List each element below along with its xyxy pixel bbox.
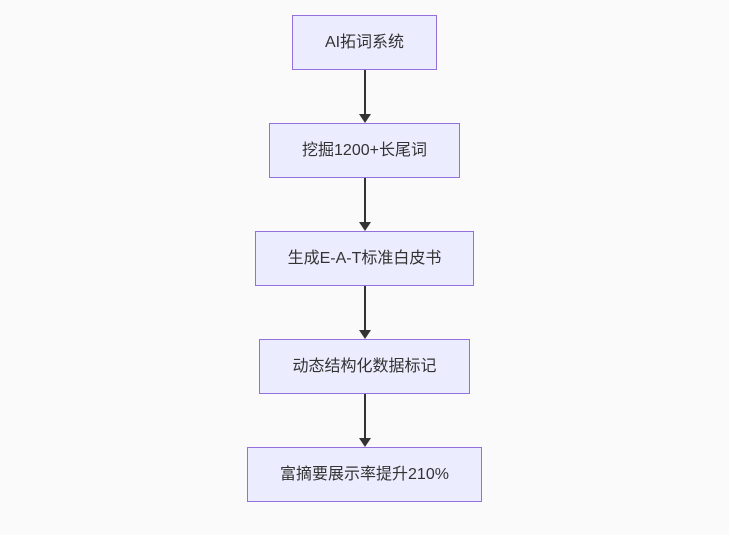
flowchart-node-longtail-keywords: 挖掘1200+长尾词 bbox=[269, 123, 460, 178]
flowchart-node-eat-whitepaper: 生成E-A-T标准白皮书 bbox=[254, 231, 475, 286]
arrow-shaft bbox=[363, 70, 366, 114]
arrow-shaft bbox=[363, 394, 366, 438]
flow-arrow bbox=[358, 178, 371, 231]
node-label: 富摘要展示率提升210% bbox=[280, 465, 449, 483]
arrow-shaft bbox=[363, 178, 366, 222]
node-label: 挖掘1200+长尾词 bbox=[302, 141, 427, 159]
arrow-head-icon bbox=[358, 330, 371, 339]
node-label: AI拓词系统 bbox=[324, 33, 405, 51]
flow-arrow bbox=[358, 286, 371, 339]
flow-arrow bbox=[358, 394, 371, 447]
arrow-shaft bbox=[363, 286, 366, 330]
flowchart-node-ai-system: AI拓词系统 bbox=[291, 15, 438, 70]
arrow-head-icon bbox=[358, 114, 371, 123]
flowchart-node-rich-snippet-result: 富摘要展示率提升210% bbox=[247, 447, 482, 502]
arrow-head-icon bbox=[358, 438, 371, 447]
flow-arrow bbox=[358, 70, 371, 123]
node-label: 动态结构化数据标记 bbox=[292, 357, 437, 375]
node-label: 生成E-A-T标准白皮书 bbox=[287, 249, 442, 267]
flowchart-node-structured-data: 动态结构化数据标记 bbox=[259, 339, 470, 394]
arrow-head-icon bbox=[358, 222, 371, 231]
